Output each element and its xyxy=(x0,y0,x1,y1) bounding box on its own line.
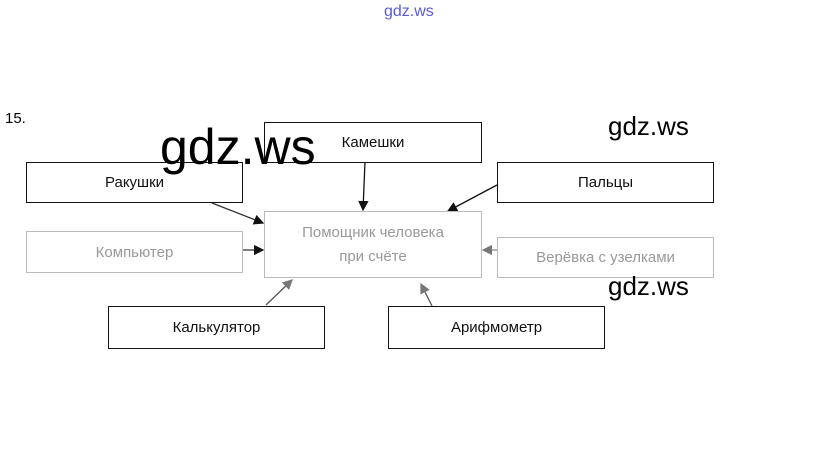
arrow-rakushki xyxy=(211,202,265,225)
center-line-1: Помощник человека xyxy=(302,223,444,241)
node-kameshki: Камешки xyxy=(264,122,482,163)
watermark-large: gdz.ws xyxy=(160,119,316,175)
arrow-paltsy xyxy=(446,184,498,212)
watermark-right-bottom: gdz.ws xyxy=(608,271,689,301)
task-number: 15. xyxy=(5,110,26,127)
watermark-right-top: gdz.ws xyxy=(608,111,689,141)
node-kompyuter: Компьютер xyxy=(26,231,243,273)
node-arifmometr: Арифмометр xyxy=(388,306,605,349)
watermark-top: gdz.ws xyxy=(384,3,434,20)
node-verevka: Верёвка с узелками xyxy=(497,237,714,278)
arrow-kameshki xyxy=(358,161,369,212)
center-node: Помощник человека при счёте xyxy=(264,211,482,278)
arrow-kalkulyator xyxy=(265,279,293,306)
node-rakushki: Ракушки xyxy=(26,162,243,203)
arrow-arifmometr xyxy=(420,282,433,307)
node-kalkulyator: Калькулятор xyxy=(108,306,325,349)
node-paltsy: Пальцы xyxy=(497,162,714,203)
center-line-2: при счёте xyxy=(339,247,407,265)
